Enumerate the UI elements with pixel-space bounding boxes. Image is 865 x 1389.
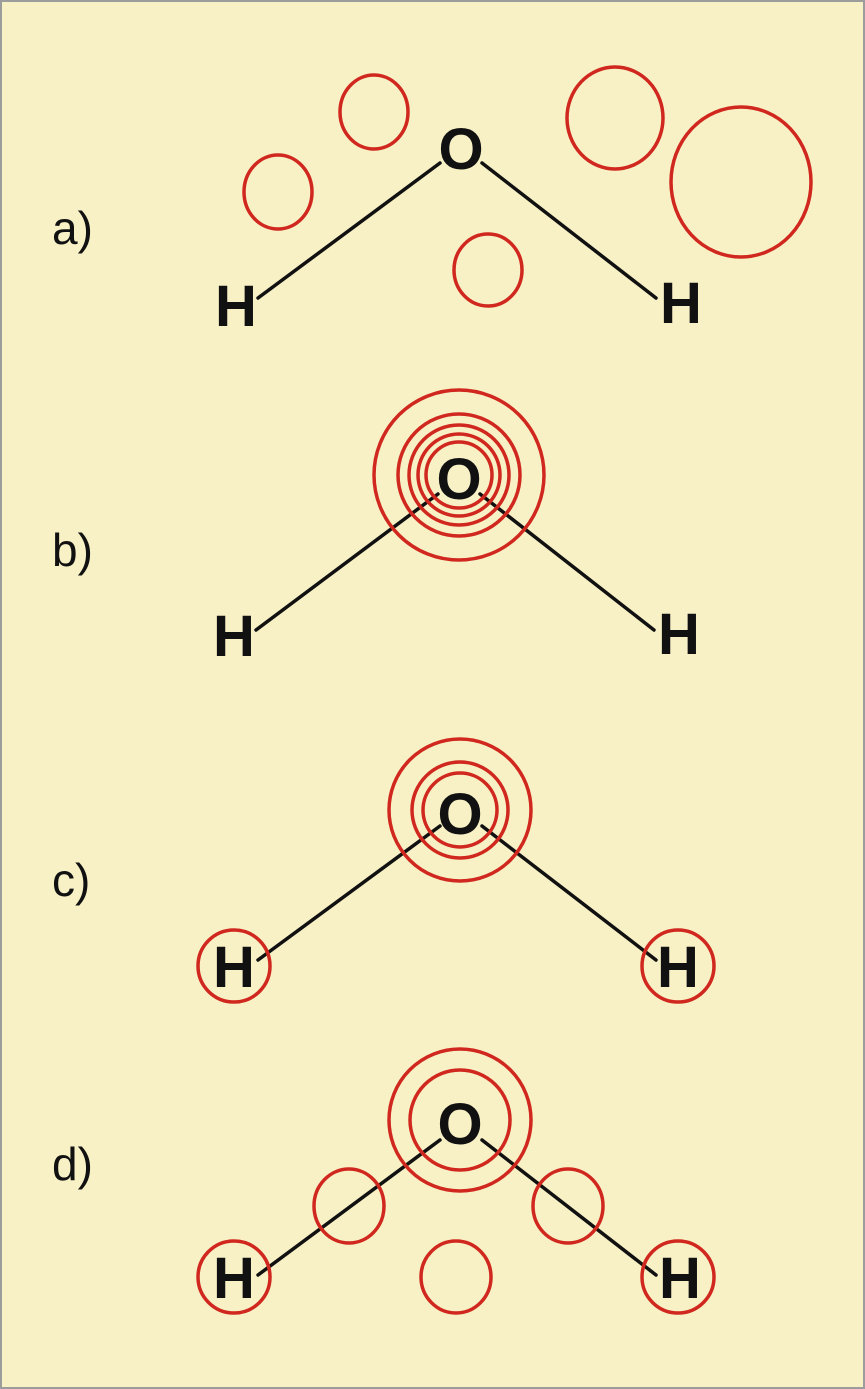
orbital-ring bbox=[416, 432, 502, 518]
bond-right bbox=[480, 161, 658, 300]
orbital-ring bbox=[407, 423, 511, 527]
hydrogen-atom-right: H bbox=[658, 602, 700, 667]
orbital-ring bbox=[387, 737, 533, 883]
oxygen-atom: O bbox=[437, 1092, 482, 1157]
orbital-circle bbox=[452, 232, 524, 308]
orbital-ring-hydrogen-right bbox=[640, 928, 716, 1004]
bond-left bbox=[254, 492, 440, 632]
orbital-circle bbox=[338, 73, 410, 151]
panel-b: b) O H H bbox=[52, 388, 700, 669]
hydrogen-atom-left: H bbox=[213, 1246, 255, 1311]
orbital-circle bbox=[312, 1167, 386, 1245]
orbital-ring bbox=[387, 1047, 533, 1193]
bond-left bbox=[256, 1138, 442, 1277]
orbital-ring bbox=[408, 1068, 512, 1172]
orbital-ring bbox=[410, 760, 510, 860]
hydrogen-atom-left: H bbox=[213, 935, 255, 1000]
hydrogen-atom-left: H bbox=[215, 274, 257, 339]
oxygen-atom: O bbox=[438, 117, 483, 182]
orbital-circle bbox=[669, 105, 813, 259]
panel-label-a: a) bbox=[52, 202, 93, 254]
orbital-ring bbox=[372, 388, 546, 562]
orbital-ring bbox=[421, 771, 499, 849]
orbital-ring bbox=[396, 412, 522, 538]
orbital-ring-hydrogen-left bbox=[196, 928, 272, 1004]
bond-left bbox=[256, 824, 442, 962]
hydrogen-atom-right: H bbox=[660, 271, 702, 336]
oxygen-atom: O bbox=[436, 447, 481, 512]
bond-right bbox=[480, 824, 658, 962]
bond-right bbox=[478, 492, 656, 632]
hydrogen-atom-left: H bbox=[213, 604, 255, 669]
oxygen-atom: O bbox=[437, 782, 482, 847]
panel-label-c: c) bbox=[52, 854, 90, 906]
orbital-circle bbox=[531, 1167, 605, 1245]
orbital-ring-hydrogen-left bbox=[196, 1239, 272, 1315]
hydrogen-atom-right: H bbox=[657, 935, 699, 1000]
orbital-ring-hydrogen-right bbox=[640, 1239, 716, 1315]
bond-left bbox=[256, 161, 442, 300]
panel-a: a) O H H bbox=[52, 65, 813, 339]
panel-label-b: b) bbox=[52, 524, 93, 576]
hydrogen-atom-right: H bbox=[659, 1246, 701, 1311]
bond-right bbox=[480, 1138, 658, 1277]
panel-c: c) O H H bbox=[52, 737, 716, 1004]
panel-label-d: d) bbox=[52, 1138, 93, 1190]
orbital-circle bbox=[242, 153, 314, 231]
orbital-circle bbox=[565, 65, 665, 171]
orbital-circle bbox=[419, 1239, 493, 1315]
panel-d: d) O H H bbox=[52, 1047, 716, 1315]
orbital-ring bbox=[424, 440, 494, 510]
